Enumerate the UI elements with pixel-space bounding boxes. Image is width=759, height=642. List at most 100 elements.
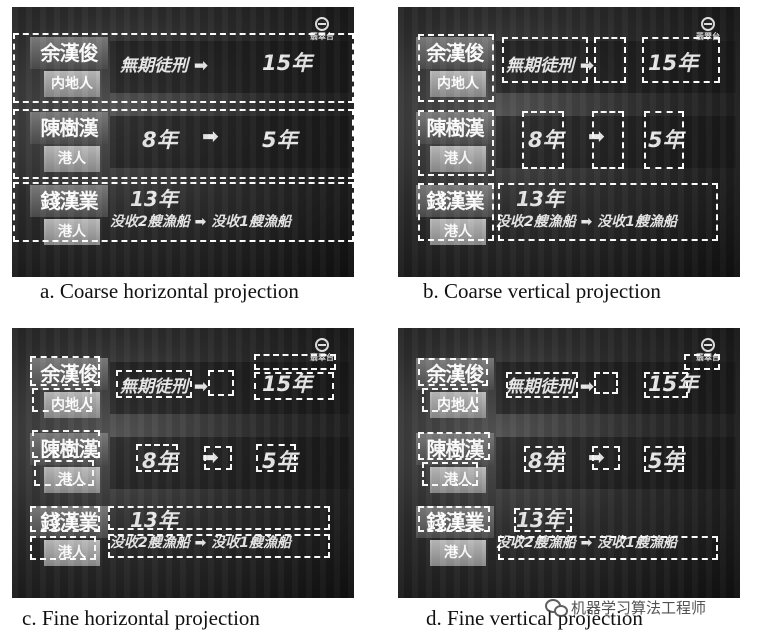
caption-d: d. Fine vertical projection xyxy=(426,606,643,630)
reduced-sentence: 15年 xyxy=(648,51,699,75)
subtitle-row: 陳樹漢港人 8年 ➡ 5年 xyxy=(398,431,740,497)
person-name: 錢漢業 xyxy=(30,185,108,217)
projection-box xyxy=(498,536,718,560)
projection-box xyxy=(418,110,494,176)
projection-box xyxy=(32,430,100,458)
confiscation-text: 没收2艘漁船 ➡ 没收1艘漁船 xyxy=(496,535,677,551)
subtitle-row: 錢漢業港人 13年 没收2艘漁船 ➡ 没收1艘漁船 xyxy=(12,183,354,249)
projection-box xyxy=(418,34,494,102)
subtitle-row: 余漢俊内地人 無期徒刑 ➡ 15年 xyxy=(12,35,354,101)
reduced-sentence: 5年 xyxy=(648,449,684,473)
person-name: 陳樹漢 xyxy=(416,112,494,144)
sentence-text: 8年 xyxy=(528,128,564,152)
confiscation-text: 没收2艘漁船 ➡ 没收1艘漁船 xyxy=(110,214,291,230)
sentence-text: 8年 xyxy=(142,128,178,152)
person-origin: 港人 xyxy=(44,540,100,566)
person-origin: 港人 xyxy=(44,146,100,172)
logo-icon xyxy=(701,338,715,352)
projection-box xyxy=(594,372,618,394)
projection-box xyxy=(502,37,588,83)
caption-a: a. Coarse horizontal projection xyxy=(40,279,299,303)
projection-box xyxy=(34,460,94,486)
arrow-icon: ➡ xyxy=(202,445,219,469)
projection-box xyxy=(592,111,624,169)
video-frame-d: 翡翠台 余漢俊内地人 無期徒刑 ➡ 15年 陳樹漢港人 8年 ➡ 5年 錢漢業港… xyxy=(398,328,740,598)
projection-box xyxy=(524,446,564,472)
projection-box xyxy=(644,446,684,472)
projection-box xyxy=(30,356,100,386)
watermark: 机器学习算法工程师 xyxy=(545,592,706,622)
channel-logo: 翡翠台 xyxy=(304,338,340,368)
reduced-sentence: 5年 xyxy=(262,449,298,473)
sentence-text: 8年 xyxy=(142,449,178,473)
person-origin: 内地人 xyxy=(430,71,486,97)
subtitle-row: 余漢俊内地人 無期徒刑 ➡ 15年 xyxy=(12,356,354,422)
projection-box xyxy=(522,111,564,169)
arrow-icon: ➡ xyxy=(202,124,219,148)
sentence-text: 13年 xyxy=(130,187,178,211)
channel-logo: 翡翠台 xyxy=(690,17,726,47)
projection-box xyxy=(108,534,330,558)
person-origin: 港人 xyxy=(430,146,486,172)
subtitle-row: 陳樹漢港人 8年 ➡ 5年 xyxy=(12,110,354,176)
projection-box xyxy=(498,183,718,241)
projection-box xyxy=(254,354,336,370)
sentence-text: 無期徒刑 ➡ xyxy=(506,377,595,397)
sentence-text: 13年 xyxy=(516,508,564,532)
projection-box xyxy=(418,183,494,241)
projection-box xyxy=(644,372,688,398)
logo-icon xyxy=(701,17,715,31)
channel-logo: 翡翠台 xyxy=(690,338,726,368)
person-name: 余漢俊 xyxy=(30,37,108,69)
projection-box xyxy=(30,506,100,532)
subtitle-row: 錢漢業港人 13年 没收2艘漁船 ➡ 没收1艘漁船 xyxy=(398,504,740,570)
projection-box xyxy=(13,182,354,242)
wechat-icon xyxy=(545,598,568,617)
logo-icon xyxy=(315,17,329,31)
projection-box xyxy=(256,444,296,472)
projection-box xyxy=(418,432,490,460)
projection-box xyxy=(418,506,490,532)
subtitle-row: 陳樹漢港人 8年 ➡ 5年 xyxy=(398,110,740,176)
projection-box xyxy=(644,111,684,169)
projection-box xyxy=(422,462,478,486)
reduced-sentence: 5年 xyxy=(648,128,684,152)
projection-box xyxy=(30,536,96,560)
video-frame-c: 翡翠台 余漢俊内地人 無期徒刑 ➡ 15年 陳樹漢港人 8年 ➡ 5年 錢漢業港… xyxy=(12,328,354,598)
projection-box xyxy=(592,446,620,470)
projection-box xyxy=(642,37,720,83)
projection-box xyxy=(13,33,354,103)
projection-box xyxy=(514,508,572,532)
confiscation-text: 没收2艘漁船 ➡ 没收1艘漁船 xyxy=(496,214,677,230)
projection-box xyxy=(32,388,92,412)
person-origin: 港人 xyxy=(430,540,486,566)
caption-c: c. Fine horizontal projection xyxy=(22,606,260,630)
projection-box xyxy=(684,354,720,370)
subtitle-row: 余漢俊内地人 無期徒刑 ➡ 15年 xyxy=(398,35,740,101)
sentence-text: 無期徒刑 ➡ xyxy=(120,377,209,397)
reduced-sentence: 15年 xyxy=(262,51,313,75)
sentence-text: 13年 xyxy=(516,187,564,211)
reduced-sentence: 15年 xyxy=(648,372,699,396)
person-origin: 内地人 xyxy=(44,392,100,418)
projection-box xyxy=(594,37,626,83)
projection-box xyxy=(13,109,354,179)
person-name: 錢漢業 xyxy=(416,185,494,217)
video-frame-b: 翡翠台 余漢俊内地人 無期徒刑 ➡ 15年 陳樹漢港人 8年 ➡ 5年 錢漢業 港… xyxy=(398,7,740,277)
projection-box xyxy=(116,370,192,398)
projection-box xyxy=(254,372,334,400)
projection-box xyxy=(204,446,232,470)
projection-box xyxy=(208,370,234,396)
projection-box xyxy=(506,372,578,398)
person-origin: 内地人 xyxy=(44,71,100,97)
watermark-text: 机器学习算法工程师 xyxy=(571,598,707,617)
person-name: 陳樹漢 xyxy=(30,112,108,144)
channel-logo: 翡翠台 xyxy=(304,17,340,47)
projection-box xyxy=(418,358,488,386)
confiscation-text: 没收2艘漁船 ➡ 没收1艘漁船 xyxy=(110,535,291,551)
projection-box xyxy=(108,506,330,530)
caption-b: b. Coarse vertical projection xyxy=(423,279,661,303)
projection-box xyxy=(422,388,478,412)
logo-icon xyxy=(315,338,329,352)
sentence-text: 8年 xyxy=(528,449,564,473)
